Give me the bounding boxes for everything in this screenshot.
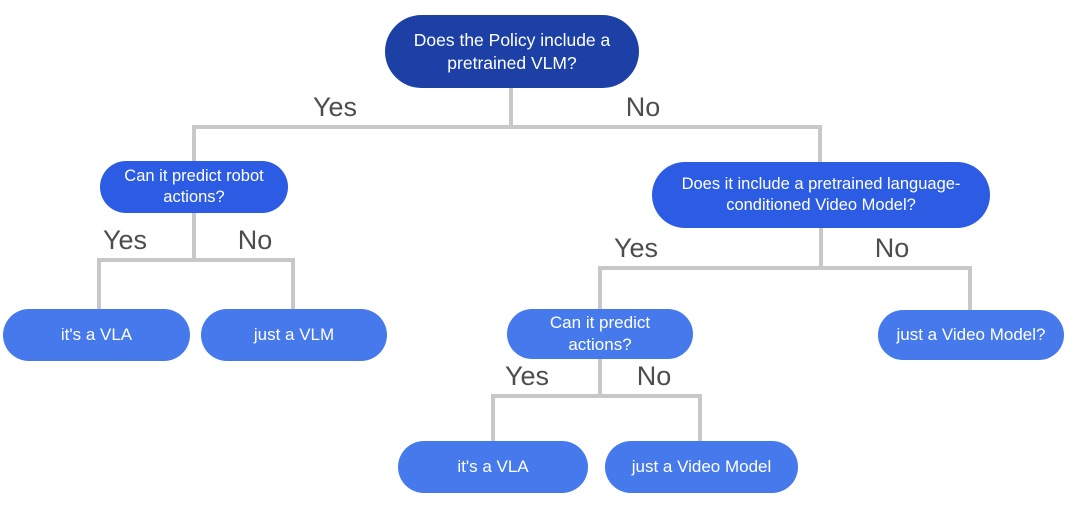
leaf-node-just-a-video-model-question: just a Video Model? xyxy=(878,310,1064,360)
connector-line-predict-down xyxy=(598,358,602,398)
connector-line-robot-no-down xyxy=(291,258,295,310)
connector-line-video-yes-down xyxy=(598,266,602,310)
edge-label-video-no: No xyxy=(874,233,910,263)
connector-line-predict-no-down xyxy=(698,394,702,442)
edge-label-robot-yes: Yes xyxy=(102,225,148,255)
leaf-node-its-a-vla-left: it's a VLA xyxy=(3,309,190,361)
decision-node-predict-robot-actions: Can it predict robot actions? xyxy=(100,161,288,213)
edge-label-root-no: No xyxy=(625,92,661,122)
edge-label-robot-no: No xyxy=(237,225,273,255)
connector-line-level1-horizontal xyxy=(192,125,822,129)
leaf-node-just-a-vlm: just a VLM xyxy=(201,309,387,361)
connector-line-root-down xyxy=(509,88,513,128)
edge-label-predict-yes: Yes xyxy=(504,361,550,391)
edge-label-video-yes: Yes xyxy=(613,233,659,263)
decision-node-pretrained-video-model: Does it include a pretrained language-co… xyxy=(652,162,990,228)
leaf-node-its-a-vla-bottom: it's a VLA xyxy=(398,441,588,493)
connector-line-predict-horizontal xyxy=(491,394,702,398)
connector-line-robot-yes-down xyxy=(97,258,101,310)
leaf-node-just-a-video-model: just a Video Model xyxy=(605,441,798,493)
connector-line-level1-yes-down xyxy=(192,125,196,163)
connector-line-level1-no-down xyxy=(818,125,822,164)
connector-line-robot-down xyxy=(192,213,196,260)
connector-line-robot-horizontal xyxy=(97,258,295,262)
edge-label-predict-no: No xyxy=(636,361,672,391)
edge-label-root-yes: Yes xyxy=(312,92,358,122)
connector-line-predict-yes-down xyxy=(491,394,495,442)
connector-line-video-down xyxy=(819,228,823,268)
connector-line-video-horizontal xyxy=(598,266,972,270)
decision-node-predict-actions: Can it predict actions? xyxy=(507,309,693,359)
connector-line-video-no-down xyxy=(968,266,972,311)
decision-node-pretrained-vlm: Does the Policy include a pretrained VLM… xyxy=(385,15,639,88)
